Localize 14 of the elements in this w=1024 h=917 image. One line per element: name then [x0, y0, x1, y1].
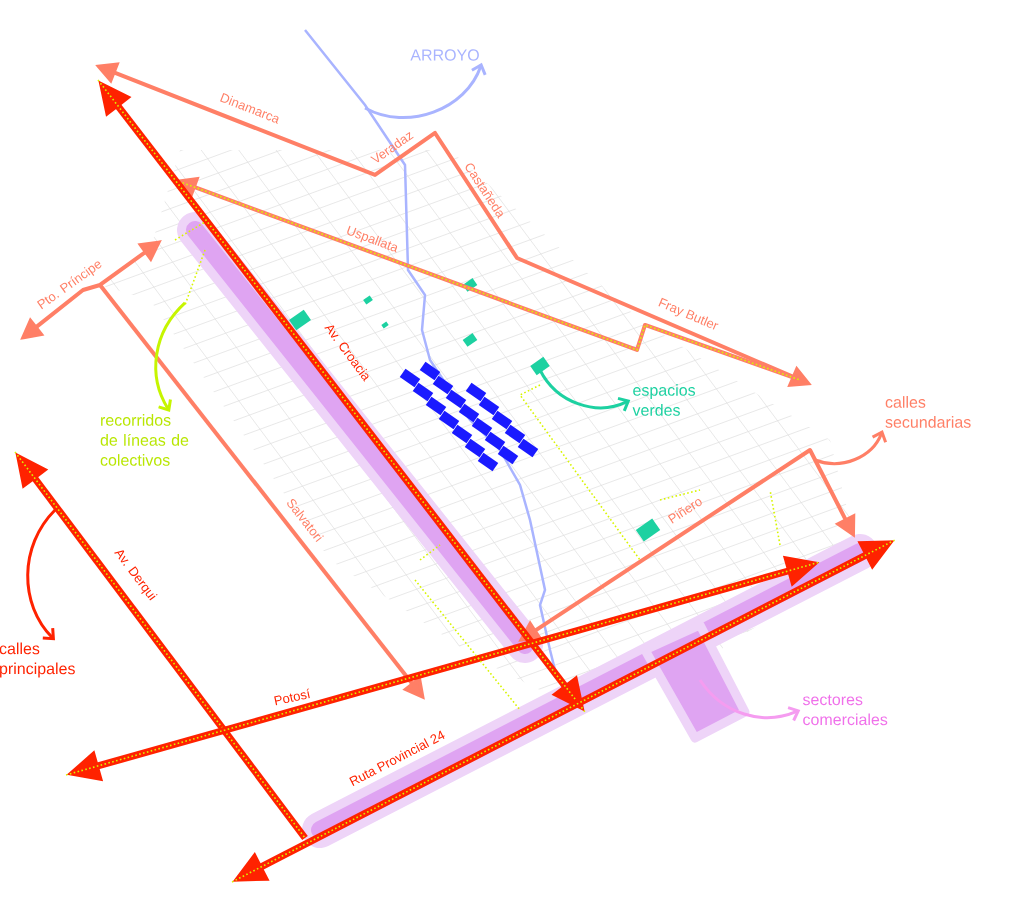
street-label: Fray Butler	[658, 297, 719, 330]
street-label: Potosí	[274, 688, 310, 706]
leader-line	[26, 509, 57, 641]
leader-line	[814, 430, 888, 466]
leader-line	[364, 62, 487, 119]
leader-line	[154, 301, 187, 412]
leader-line	[538, 369, 631, 412]
leader-line	[698, 679, 801, 722]
callout-label: recorridos de líneas de colectivos	[100, 414, 189, 466]
callout-label: espacios verdes	[632, 384, 696, 416]
callout-label: calles secundarias	[885, 396, 971, 428]
callout-label: ARROYO	[410, 49, 479, 61]
callout-label: sectores comerciales	[802, 694, 888, 726]
callout-label: calles principales	[0, 642, 75, 678]
